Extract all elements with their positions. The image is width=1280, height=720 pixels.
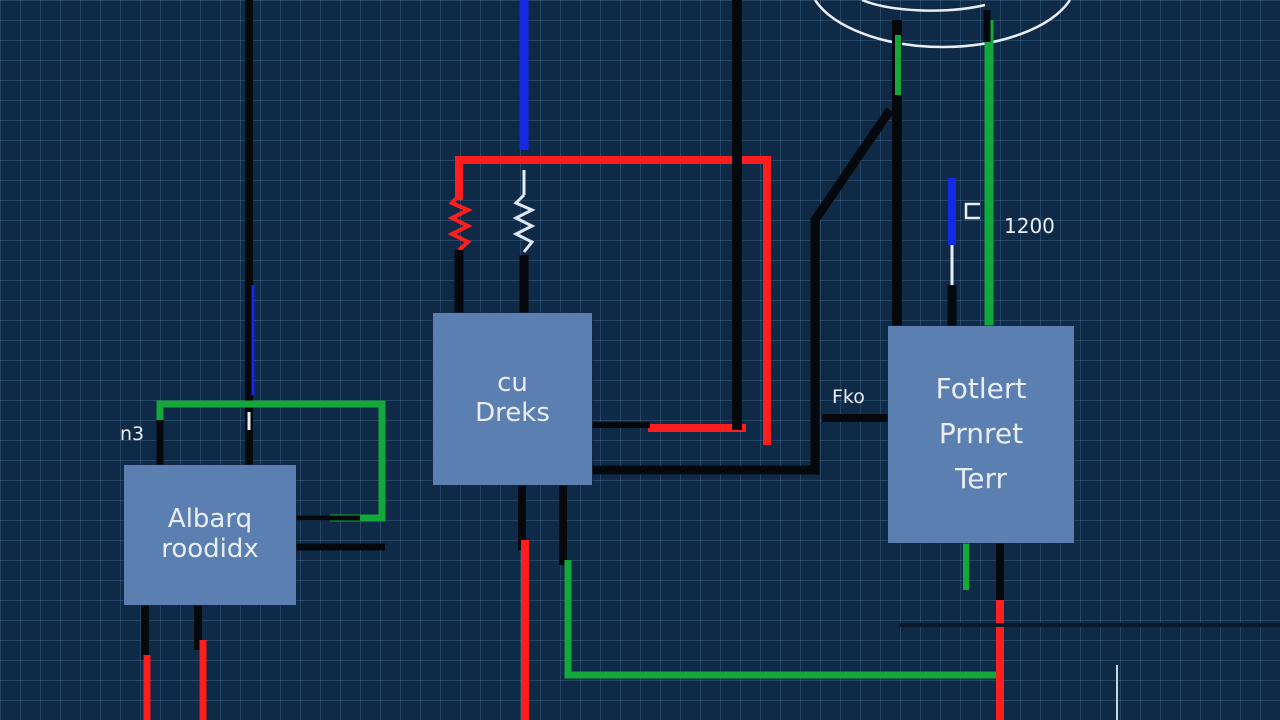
capacitor-symbol [964, 202, 980, 220]
block-left-line-1: Albarq [167, 504, 253, 535]
block-center-line-2: Dreks [475, 398, 550, 428]
wire-red-center-loop [455, 156, 771, 445]
signal-arc-inner [861, 0, 986, 12]
wire-green-bottom [564, 560, 1000, 679]
resistor-white [512, 193, 536, 253]
component-block-right[interactable]: Fotlert Prnret Terr [888, 326, 1074, 543]
wire-black-center-out-2 [592, 107, 894, 475]
block-right-line-3: Terr [954, 461, 1008, 495]
component-block-center[interactable]: cu Dreks [433, 313, 592, 485]
resistor-red [447, 193, 473, 252]
signal-arc-outer [813, 0, 1072, 49]
wire-label-right: Fko [832, 386, 865, 408]
block-right-line-2: Prnret [938, 417, 1024, 451]
block-right-line-1: Fotlert [935, 372, 1027, 406]
component-block-left[interactable]: Albarq roodidx [124, 465, 296, 605]
component-value-label: 1200 [1004, 214, 1055, 238]
block-center-line-1: cu [497, 368, 528, 399]
block-left-line-2: roodidx [161, 534, 259, 564]
wire-label-left: n3 [120, 423, 145, 445]
